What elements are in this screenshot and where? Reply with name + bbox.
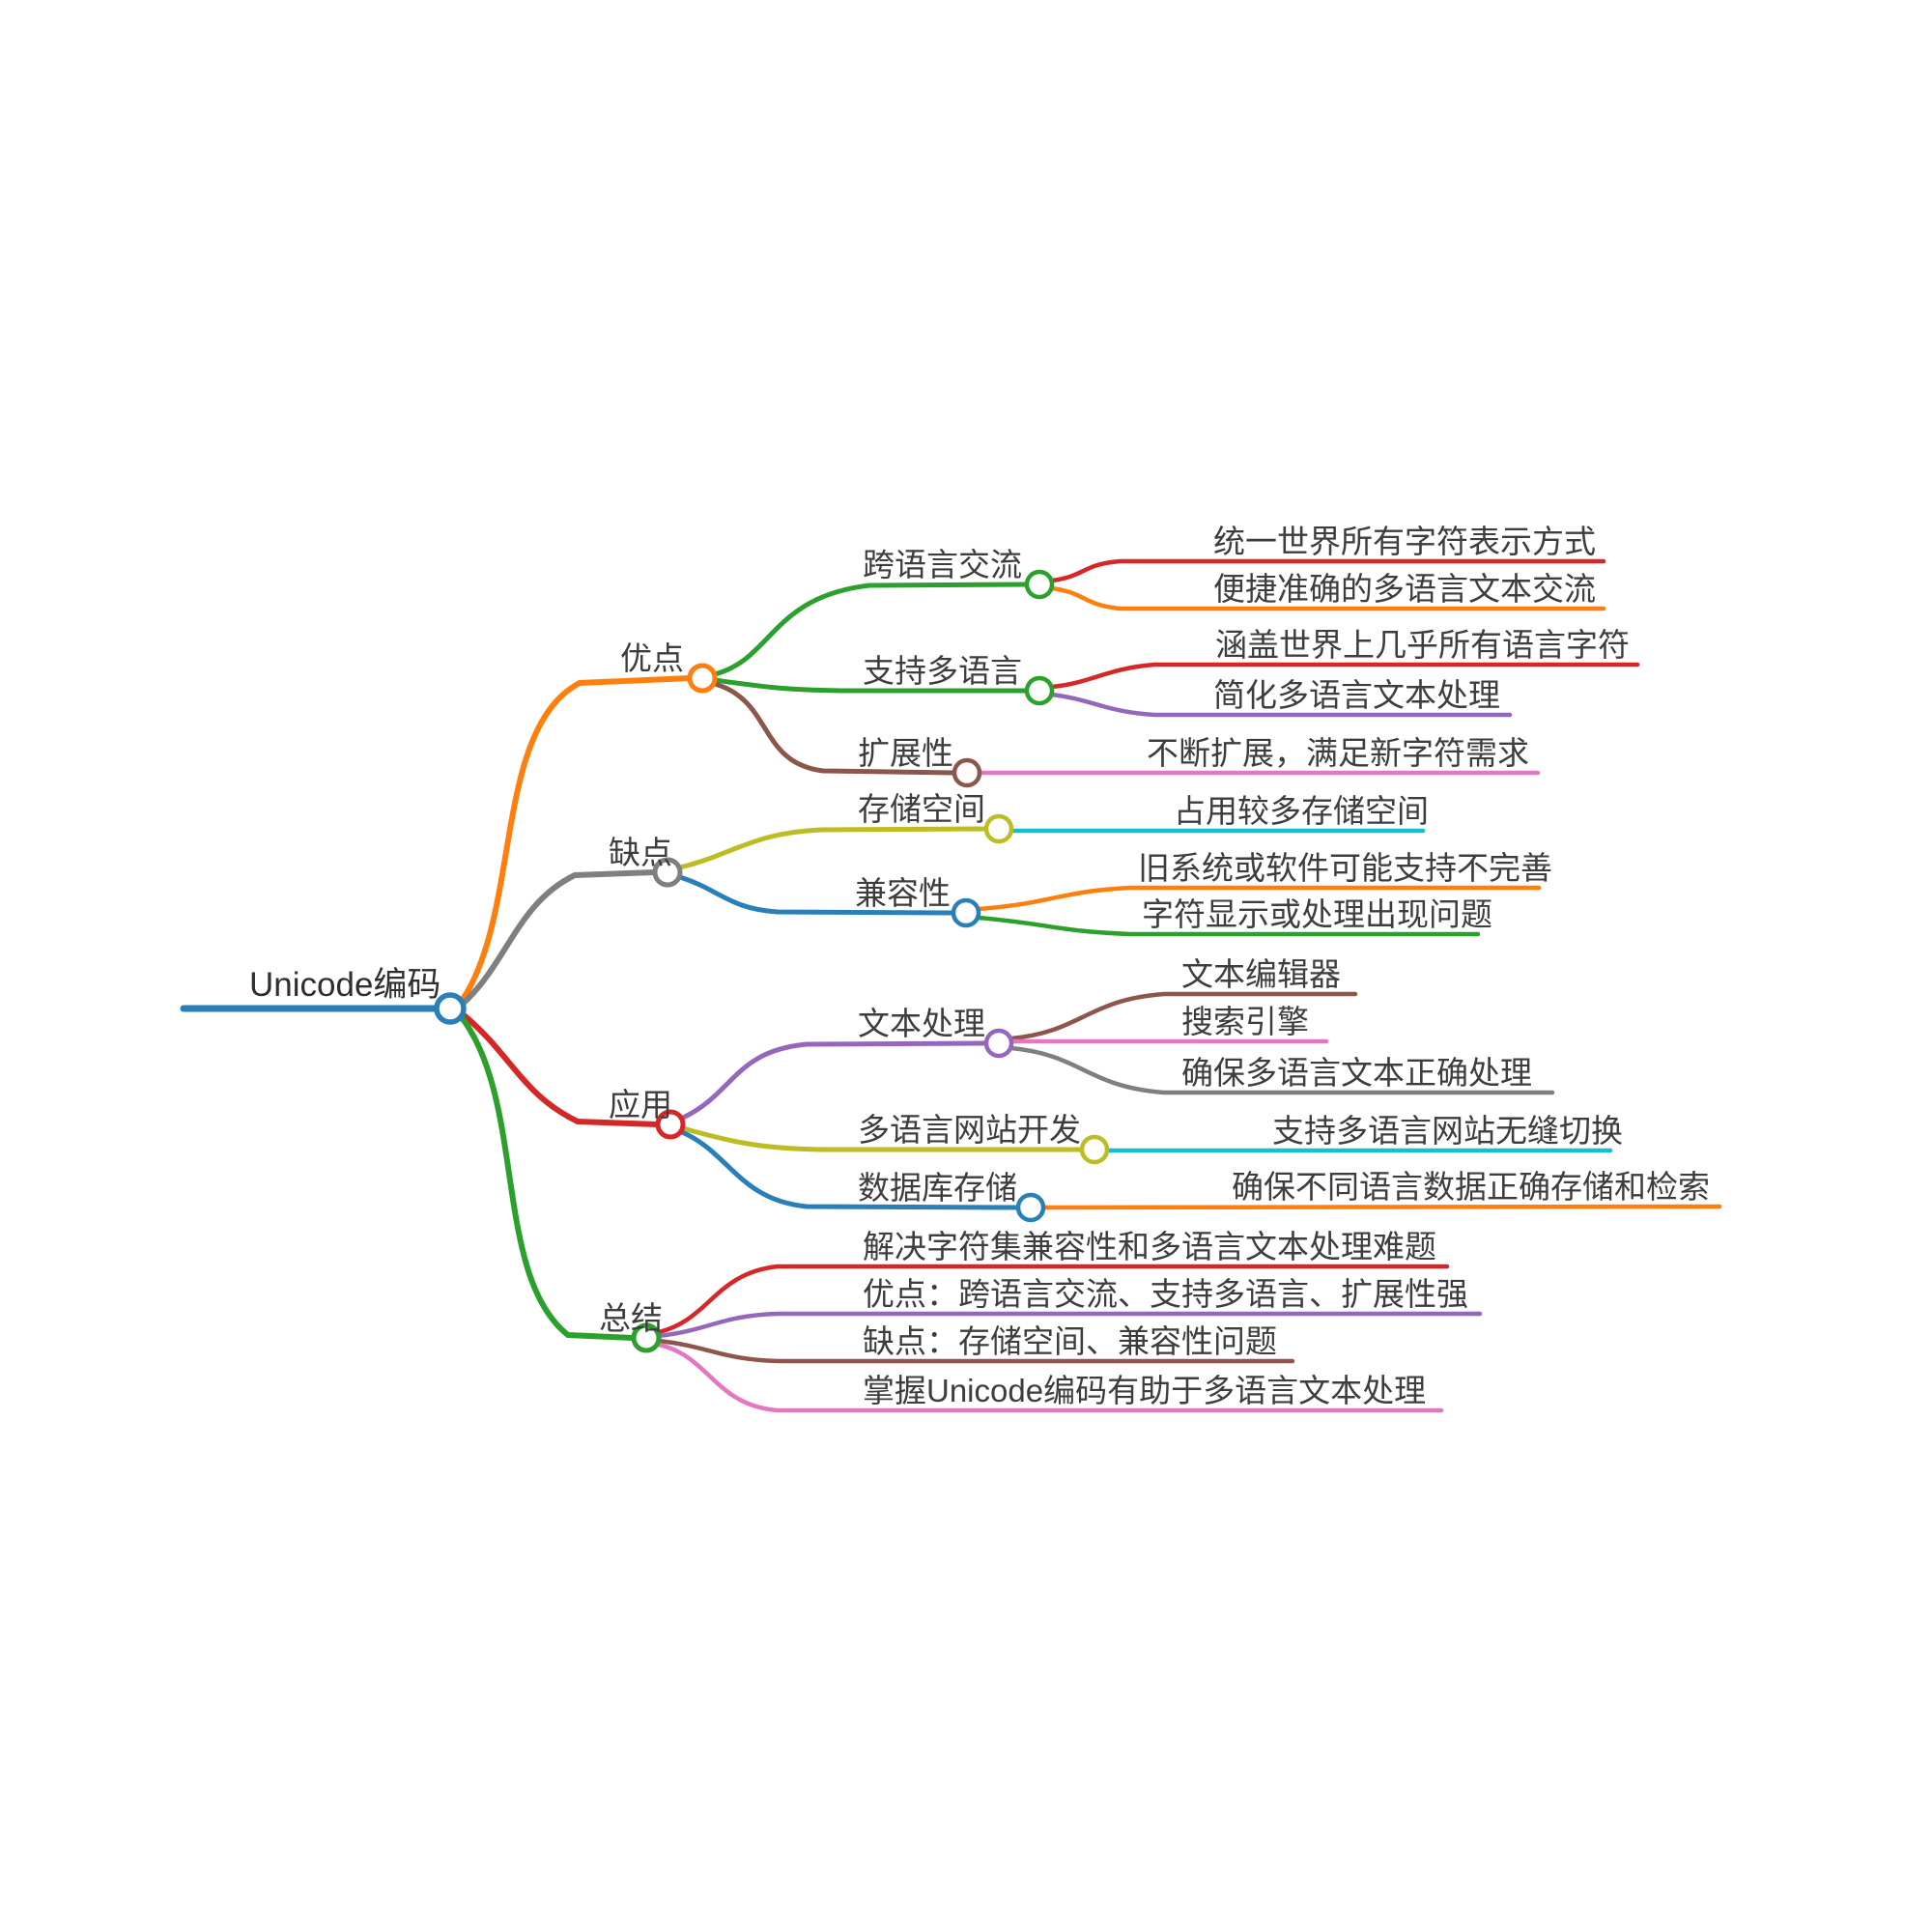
leaf-label-convenient-exchange[interactable]: 便捷准确的多语言文本交流 <box>1213 571 1596 607</box>
node-circle-multilanguage-support[interactable] <box>1024 675 1055 706</box>
node-circle-disadvantages[interactable] <box>652 857 683 888</box>
leaf-line-summary-advantages <box>656 1311 1483 1339</box>
branch-label-disadvantages[interactable]: 缺点 <box>609 835 672 870</box>
leaf-label-more-storage[interactable]: 占用较多存储空间 <box>1174 793 1429 829</box>
leaf-line-text-editor <box>1009 991 1358 1041</box>
leaf-label-correct-processing[interactable]: 确保多语言文本正确处理 <box>1181 1055 1532 1091</box>
node-circle-cross-language[interactable] <box>1024 569 1055 600</box>
leaf-label-old-systems[interactable]: 旧系统或软件可能支持不完善 <box>1138 850 1552 886</box>
line-multilanguage-support <box>712 677 1030 694</box>
leaf-label-text-editor[interactable]: 文本编辑器 <box>1181 956 1341 992</box>
node-label-storage-space[interactable]: 存储空间 <box>858 791 985 827</box>
leaf-label-correct-storage-retrieval[interactable]: 确保不同语言数据正确存储和检索 <box>1232 1169 1710 1205</box>
node-circle-applications[interactable] <box>655 1109 686 1140</box>
branch-summary-line <box>458 1013 637 1341</box>
branch-advantages-line <box>459 675 693 1004</box>
node-label-database-storage[interactable]: 数据库存储 <box>858 1170 1017 1206</box>
line-database-storage <box>679 1129 1021 1210</box>
line-extensibility <box>712 681 957 776</box>
leaf-line-solve-charset-problems <box>656 1264 1450 1335</box>
leaf-label-mastering-unicode[interactable]: 掌握Unicode编码有助于多语言文本处理 <box>863 1373 1427 1408</box>
line-text-processing <box>680 1040 989 1121</box>
branch-label-summary[interactable]: 总结 <box>599 1300 663 1336</box>
leaf-label-display-issues[interactable]: 字符显示或处理出现问题 <box>1142 896 1492 932</box>
root-node-circle[interactable] <box>434 992 467 1025</box>
node-label-extensibility[interactable]: 扩展性 <box>858 735 953 771</box>
leaf-line-simplify-processing <box>1049 692 1513 718</box>
node-label-cross-language[interactable]: 跨语言交流 <box>863 547 1022 582</box>
node-circle-extensibility[interactable] <box>952 757 982 788</box>
node-circle-advantages[interactable] <box>687 663 718 694</box>
leaf-line-summary-disadvantages <box>656 1338 1295 1364</box>
leaf-label-unify-representation[interactable]: 统一世界所有字符表示方式 <box>1213 524 1596 559</box>
node-circle-compatibility[interactable] <box>951 897 981 928</box>
node-label-multilanguage-support[interactable]: 支持多语言 <box>863 653 1022 689</box>
node-circle-summary[interactable] <box>631 1322 662 1353</box>
leaf-label-seamless-switch[interactable]: 支持多语言网站无缝切换 <box>1272 1113 1623 1149</box>
node-circle-database-storage[interactable] <box>1015 1192 1046 1223</box>
leaf-line-mastering-unicode <box>656 1342 1444 1413</box>
line-multilanguage-website <box>680 1125 1085 1152</box>
line-storage-space <box>677 826 989 870</box>
leaf-line-unify-representation <box>1049 558 1606 583</box>
line-cross-language <box>712 582 1030 677</box>
branch-applications-line <box>460 1011 661 1127</box>
node-circle-storage-space[interactable] <box>983 813 1014 844</box>
leaf-line-correct-storage-retrieval <box>1040 1204 1722 1210</box>
leaf-label-solve-charset-problems[interactable]: 解决字符集兼容性和多语言文本处理难题 <box>863 1229 1436 1264</box>
leaf-label-continuous-expansion[interactable]: 不断扩展，满足新字符需求 <box>1147 735 1529 771</box>
leaf-label-simplify-processing[interactable]: 简化多语言文本处理 <box>1213 677 1500 713</box>
leaf-label-summary-disadvantages[interactable]: 缺点：存储空间、兼容性问题 <box>863 1323 1277 1359</box>
leaf-line-old-systems <box>976 885 1542 912</box>
branch-label-advantages[interactable]: 优点 <box>620 640 684 676</box>
node-label-text-processing[interactable]: 文本处理 <box>858 1006 985 1041</box>
leaf-line-convenient-exchange <box>1049 585 1606 611</box>
branch-label-applications[interactable]: 应用 <box>609 1087 672 1122</box>
node-circle-text-processing[interactable] <box>983 1028 1014 1059</box>
node-label-compatibility[interactable]: 兼容性 <box>855 875 951 911</box>
branch-disadvantages-line <box>459 869 658 1008</box>
leaf-label-covers-all-languages[interactable]: 涵盖世界上几乎所有语言字符 <box>1215 627 1630 663</box>
leaf-label-summary-advantages[interactable]: 优点：跨语言交流、支持多语言、扩展性强 <box>863 1276 1468 1312</box>
node-label-multilanguage-website[interactable]: 多语言网站开发 <box>858 1112 1081 1148</box>
line-compatibility <box>677 874 956 916</box>
leaf-label-search-engine[interactable]: 搜索引擎 <box>1181 1004 1309 1039</box>
leaf-line-covers-all-languages <box>1049 662 1640 690</box>
leaf-line-correct-processing <box>1009 1045 1555 1095</box>
leaf-line-display-issues <box>976 915 1481 937</box>
root-node-label[interactable]: Unicode编码 <box>249 966 441 1004</box>
node-circle-multilanguage-website[interactable] <box>1079 1134 1110 1165</box>
